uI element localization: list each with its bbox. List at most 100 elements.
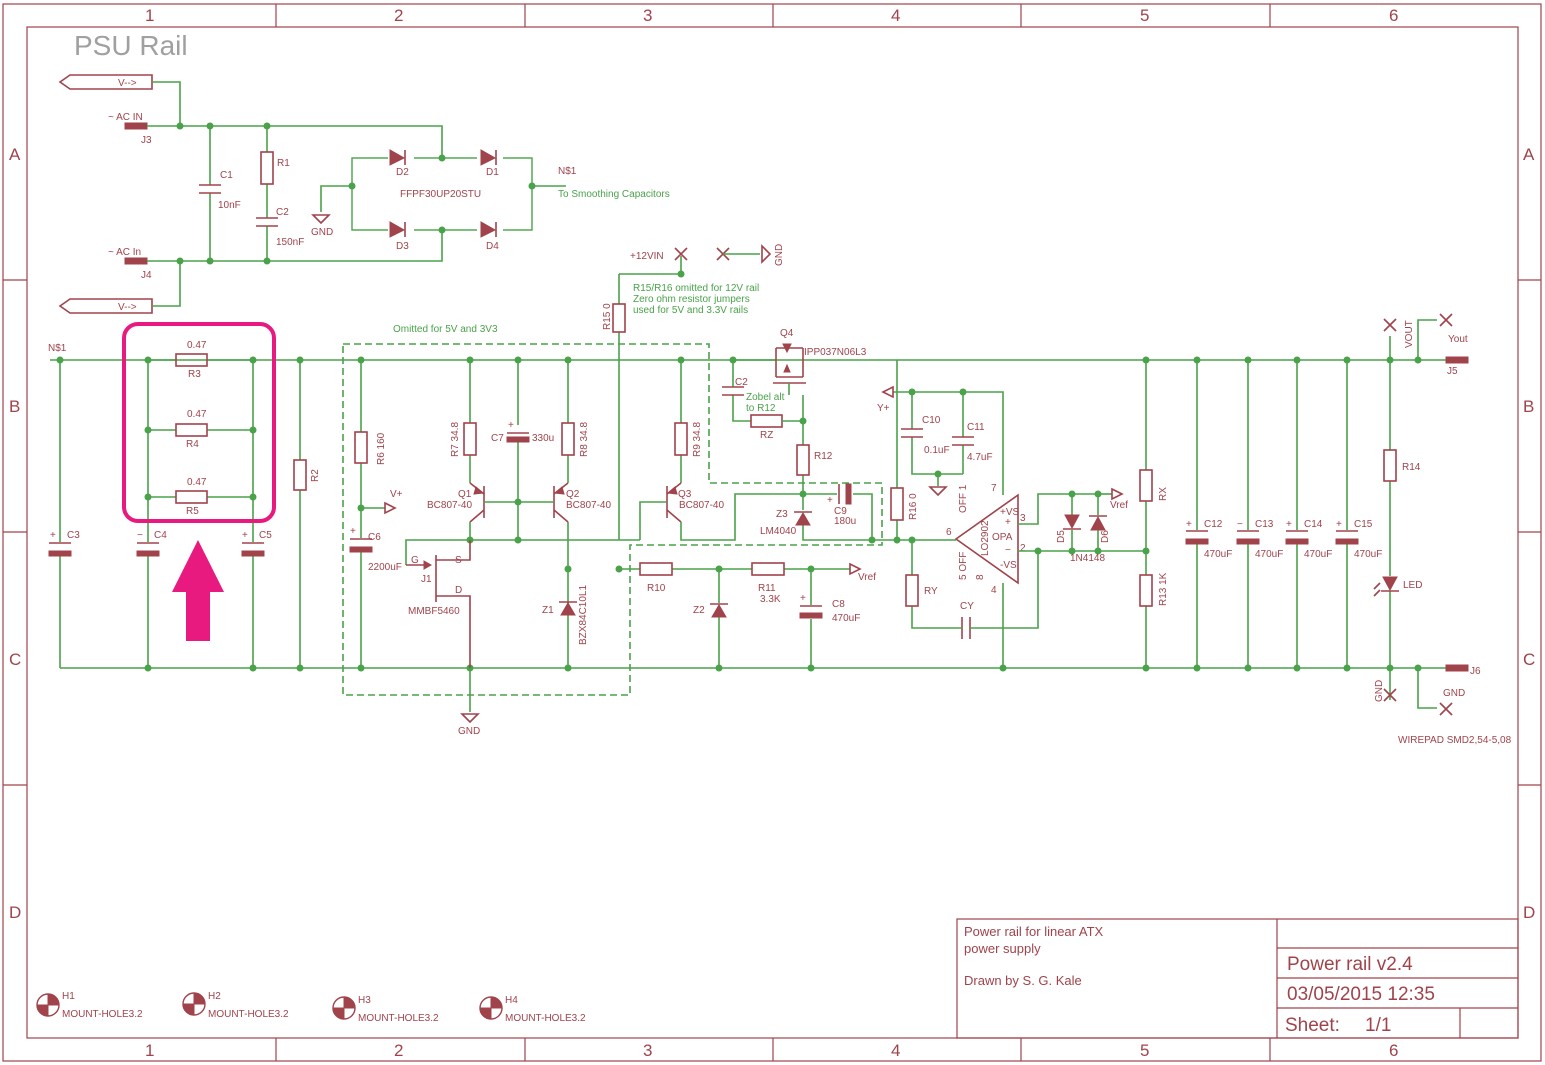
c6-value: 2200uF [368,562,402,573]
resistor-r1 [260,151,274,185]
gnd-top-label: GND [774,244,785,266]
zener-z1 [559,601,577,616]
diode-d6 [1089,515,1107,531]
c2-label: C2 [276,207,289,218]
no-connect-icon [1383,318,1397,332]
gnd-bottom-label: GND [458,726,480,737]
d5-label: D5 [1056,530,1067,543]
q2-label: Q2 [566,489,580,500]
z2-label: Z2 [693,605,705,616]
diode-d1 [477,149,503,166]
c10-value: 0.1uF [924,445,950,456]
diode-d5 [1063,514,1081,530]
resistor-r6 [354,431,368,464]
title-author: Drawn by S. G. Kale [964,973,1082,988]
d4-label: D4 [486,241,499,252]
ry-label: RY [924,586,938,597]
vout-label: VOUT [1404,320,1415,348]
c7-value: 330u [532,433,554,444]
h2-ref: H2 [208,991,221,1002]
capacitor-c8 [799,612,823,619]
q4-part: IPP037N06L3 [804,347,867,358]
led-label: LED [1403,580,1422,591]
zone-col-1-bottom: 1 [145,1041,154,1060]
c11-value: 4.7uF [967,452,993,463]
cy-label: CY [960,601,974,612]
svg-text:5 OFF: 5 OFF [958,552,969,580]
c7-label: C7 [491,433,504,444]
zone-labels: 1 2 3 4 5 6 1 2 3 4 5 6 A B C D A B C D [9,6,1535,1060]
vref2-label: Vref [1110,500,1128,511]
opamp-triangle [954,493,1019,585]
gnd-out-label: GND [1374,680,1385,702]
d-part-label: 1N4148 [1070,553,1105,564]
z1-label: Z1 [542,605,554,616]
q3-part: BC807-40 [679,500,724,511]
gnd-label-bridge: GND [311,227,333,238]
q4-label: Q4 [780,328,794,339]
zener-z2 [710,603,728,618]
r15-note-1: R15/R16 omitted for 12V rail [633,283,759,294]
j6-label: J6 [1470,666,1481,677]
zone-col-1-top: 1 [145,6,154,25]
r12-label: R12 [814,451,833,462]
r9-label: R9 34.8 [692,422,703,457]
no-connect-icon [1439,702,1453,716]
zone-row-b-left: B [9,397,20,416]
r11-label: R11 [758,583,776,594]
h1-ref: H1 [62,991,75,1002]
r15-note-2: Zero ohm resistor jumpers [633,294,750,305]
title-date: 03/05/2015 12:35 [1287,984,1435,1005]
title-description-line2: power supply [964,941,1041,956]
q3-label: Q3 [678,489,692,500]
mount-hole-h4: H4 MOUNT-HOLE3.2 [479,995,586,1024]
rx-label: RX [1158,487,1169,501]
mount-holes: H1 MOUNT-HOLE3.2 H2 MOUNT-HOLE3.2 H3 MOU… [36,991,586,1024]
r1-label: R1 [277,158,290,169]
r10-label: R10 [647,583,666,594]
resistor-r16 [890,487,904,521]
resistor-r14 [1383,449,1397,482]
svg-text:+: + [242,530,248,541]
c12-label: C12 [1204,519,1223,530]
zone-row-a-right: A [1523,145,1535,164]
svg-text:+: + [1286,519,1292,530]
c1-value: 10nF [218,200,241,211]
svg-text:2: 2 [1020,543,1026,554]
omitted-region-outline [342,343,883,696]
resistor-r15 [612,303,626,333]
zobel-note-2: to R12 [746,403,776,414]
h2-part: MOUNT-HOLE3.2 [208,1009,289,1020]
resistor-r7 [463,422,477,456]
resistor-rz [750,414,783,428]
capacitor-c5 [241,550,265,557]
no-connect-icon [1383,688,1397,702]
diode-d3 [388,221,414,238]
c6-label: C6 [368,532,381,543]
ground-icon [460,713,480,724]
h3-part: MOUNT-HOLE3.2 [358,1013,439,1024]
j1-g-label: G [411,555,419,566]
c8-label: C8 [832,599,845,610]
svg-text:-VS: -VS [1000,560,1017,571]
r5-value: 0.47 [187,477,207,488]
v-arrow-top-label: V--> [118,78,137,89]
svg-text:+: + [827,495,833,506]
zone-col-5-top: 5 [1140,6,1149,25]
c2-value: 150nF [276,237,304,248]
r4-value: 0.47 [187,409,207,420]
capacitor-c7 [506,436,530,443]
zone-col-4-bottom: 4 [891,1041,900,1060]
ground-icon [928,486,948,497]
svg-text:−: − [1005,545,1011,556]
svg-text:+: + [1186,519,1192,530]
bridge-part-label: FFPF30UP20STU [400,189,481,200]
r13-label: R13 1K [1158,572,1169,606]
svg-text:+VS: +VS [1000,507,1020,518]
opa-label: OPA [992,532,1013,543]
rectifier-section: V--> V--> ~ AC IN J3 ~ AC In J4 C1 10nF … [58,74,670,314]
title-name: Power rail v2.4 [1287,954,1413,975]
c12-value: 470uF [1204,549,1232,560]
j1-d-label: D [455,585,462,596]
rz-label: RZ [760,430,773,441]
